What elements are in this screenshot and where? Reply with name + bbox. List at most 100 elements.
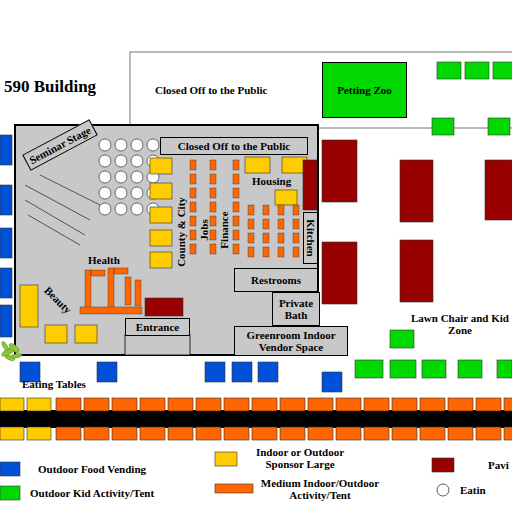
kid-tent (488, 118, 510, 135)
activity-booth (210, 160, 216, 170)
activity-booth (278, 219, 284, 229)
activity-booth (210, 230, 216, 240)
eating-table (99, 155, 111, 167)
area-box: Entrance (125, 318, 190, 336)
kid-tent (497, 360, 512, 378)
food-vendor (0, 185, 12, 215)
sponsor-booth (245, 157, 270, 173)
activity-booth (248, 205, 254, 215)
food-vendor (205, 362, 225, 382)
activity-booth (140, 427, 165, 440)
area-label: Private Bath (275, 297, 317, 321)
food-vendor (0, 268, 12, 298)
activity-booth (476, 398, 501, 411)
legend-text: Pavi (488, 459, 509, 471)
kid-tent (390, 330, 414, 348)
activity-booth (190, 202, 196, 212)
legend-text: Medium Indoor/Outdoor Activity/Tent (255, 477, 385, 501)
activity-booth (210, 244, 216, 254)
food-vendor (258, 362, 278, 382)
kid-tent (390, 360, 416, 378)
sponsor-booth (75, 325, 97, 343)
activity-booth (364, 427, 389, 440)
area-box: Petting Zoo (322, 62, 407, 118)
activity-booth (263, 247, 269, 257)
activity-booth (248, 233, 254, 243)
road (0, 410, 512, 428)
kid-tent (355, 360, 383, 378)
seating-row (28, 215, 80, 245)
kid-tent (493, 62, 512, 79)
area-label: Finance (218, 211, 230, 248)
area-label: County & City (175, 197, 187, 267)
food-vendor (232, 362, 252, 382)
activity-booth (420, 427, 445, 440)
activity-booth (80, 307, 142, 314)
eating-table (115, 171, 127, 183)
area-label: Entrance (136, 321, 179, 333)
activity-booth (248, 247, 254, 257)
activity-booth (308, 398, 333, 411)
activity-booth (190, 174, 196, 184)
activity-booth (420, 398, 445, 411)
kid-tent (432, 118, 454, 135)
activity-booth (392, 398, 417, 411)
activity-booth (190, 188, 196, 198)
activity-booth (248, 219, 254, 229)
pavilion (322, 242, 357, 304)
kid-tent (437, 62, 461, 79)
activity-booth (263, 205, 269, 215)
activity-booth (224, 398, 249, 411)
activity-booth (168, 427, 193, 440)
eating-table (99, 187, 111, 199)
food-vendor (322, 372, 342, 392)
activity-booth (125, 277, 131, 305)
activity-booth (233, 174, 239, 184)
activity-booth (224, 427, 249, 440)
area-box: Kitchen (303, 212, 318, 264)
sponsor-booth (150, 230, 172, 246)
legend-text: Outdoor Kid Activity/Tent (30, 487, 154, 499)
pavilion (485, 160, 512, 220)
kid-tent (458, 360, 482, 378)
activity-booth (196, 427, 221, 440)
activity-booth (278, 233, 284, 243)
activity-booth (336, 427, 361, 440)
eating-table (115, 187, 127, 199)
activity-booth (84, 427, 109, 440)
activity-booth (233, 230, 239, 240)
activity-booth (190, 230, 196, 240)
seating-row (25, 200, 85, 235)
eating-table (115, 203, 127, 215)
legend-swatch (215, 452, 237, 466)
sponsor-booth (150, 183, 172, 199)
activity-booth (448, 427, 473, 440)
legend-swatch (0, 486, 20, 500)
activity-booth (112, 398, 137, 411)
closed-area-outline (130, 52, 512, 128)
activity-booth (210, 174, 216, 184)
pavilion (145, 298, 183, 316)
area-label: Closed Off to the Public (178, 140, 290, 152)
area-label: Closed Off to the Public (155, 84, 267, 96)
legend-swatch (432, 458, 454, 472)
sponsor-booth (27, 398, 51, 411)
activity-booth (308, 427, 333, 440)
activity-booth (56, 427, 81, 440)
activity-booth (263, 233, 269, 243)
activity-booth (233, 244, 239, 254)
area-label: Lawn Chair and Kid Zone (410, 312, 510, 336)
food-vendor (97, 362, 117, 382)
legend-text: Indoor or Outdoor Sponsor Large (240, 446, 360, 470)
area-box: Closed Off to the Public (160, 137, 308, 155)
eating-table (131, 155, 143, 167)
activity-booth (252, 398, 277, 411)
activity-booth (85, 270, 91, 308)
plant-icon (1, 341, 9, 352)
activity-booth (190, 244, 196, 254)
area-box: Restrooms (234, 268, 318, 292)
activity-booth (135, 280, 141, 306)
area-label: Health (88, 254, 120, 266)
legend-swatch (0, 462, 20, 476)
